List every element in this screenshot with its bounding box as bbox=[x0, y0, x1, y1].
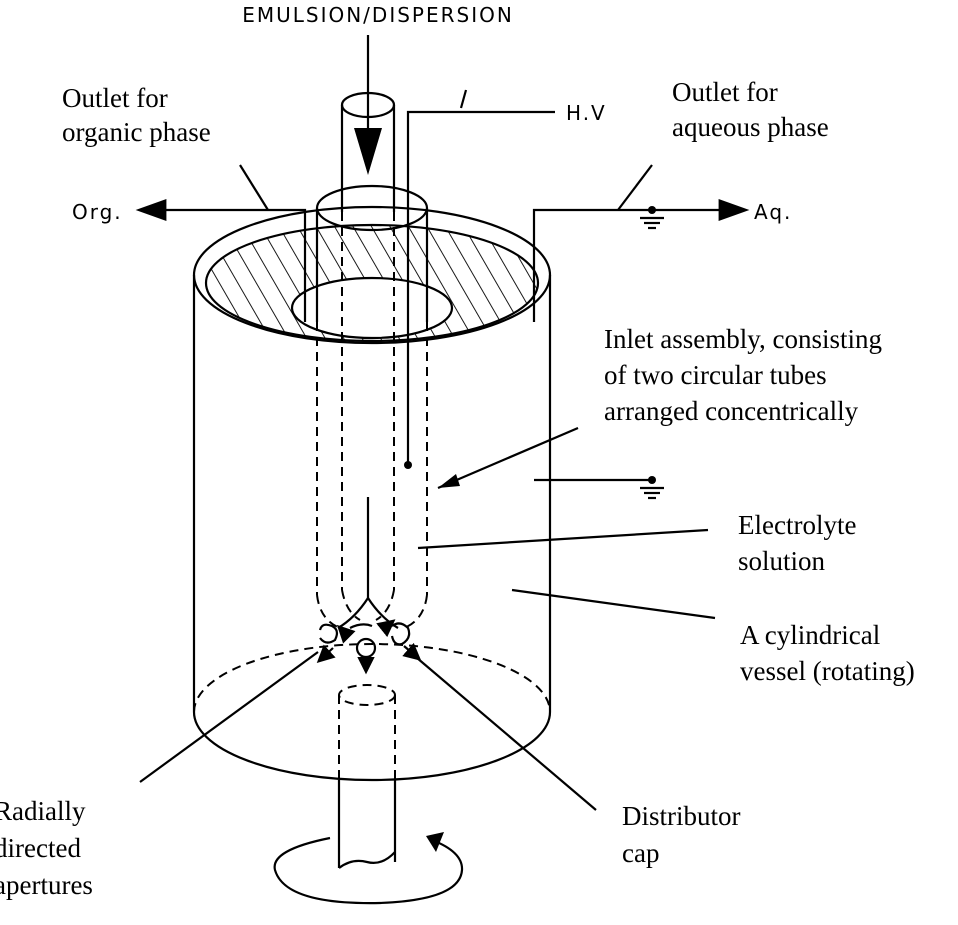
label-aq: Aq. bbox=[754, 200, 792, 224]
cylindrical-vessel bbox=[192, 205, 552, 782]
organic-outlet-line bbox=[135, 164, 307, 322]
vessel-ground bbox=[534, 476, 664, 500]
label-vessel: A cylindrical vessel (rotating) bbox=[740, 620, 915, 686]
rotation-arrow-icon bbox=[273, 832, 464, 905]
ground-symbol-icon bbox=[640, 476, 664, 500]
flow-arrow-icon bbox=[354, 128, 382, 175]
aqueous-outlet-line bbox=[532, 164, 750, 322]
label-apertures: Radially directed apertures bbox=[0, 796, 93, 900]
feed-arrow bbox=[354, 35, 382, 175]
leader-lines bbox=[139, 426, 716, 811]
outer-inlet-tube bbox=[315, 184, 429, 629]
label-emulsion-dispersion: EMULSION/DISPERSION bbox=[242, 3, 514, 27]
label-org: Org. bbox=[72, 200, 123, 224]
ground-symbol-icon bbox=[640, 206, 664, 230]
label-outlet-aqueous: Outlet for aqueous phase bbox=[672, 77, 829, 142]
label-distributor: Distributor cap bbox=[622, 801, 747, 868]
inner-inlet-tube bbox=[337, 91, 399, 629]
label-hv: H.V bbox=[566, 101, 607, 125]
hv-electrode bbox=[404, 89, 555, 469]
label-outlet-organic: Outlet for organic phase bbox=[62, 83, 211, 147]
label-electrolyte: Electrolyte solution bbox=[738, 510, 863, 576]
hatched-lid bbox=[206, 225, 538, 341]
label-inlet-assembly: Inlet assembly, consisting of two circul… bbox=[604, 324, 889, 426]
rotating-shaft bbox=[273, 684, 464, 905]
